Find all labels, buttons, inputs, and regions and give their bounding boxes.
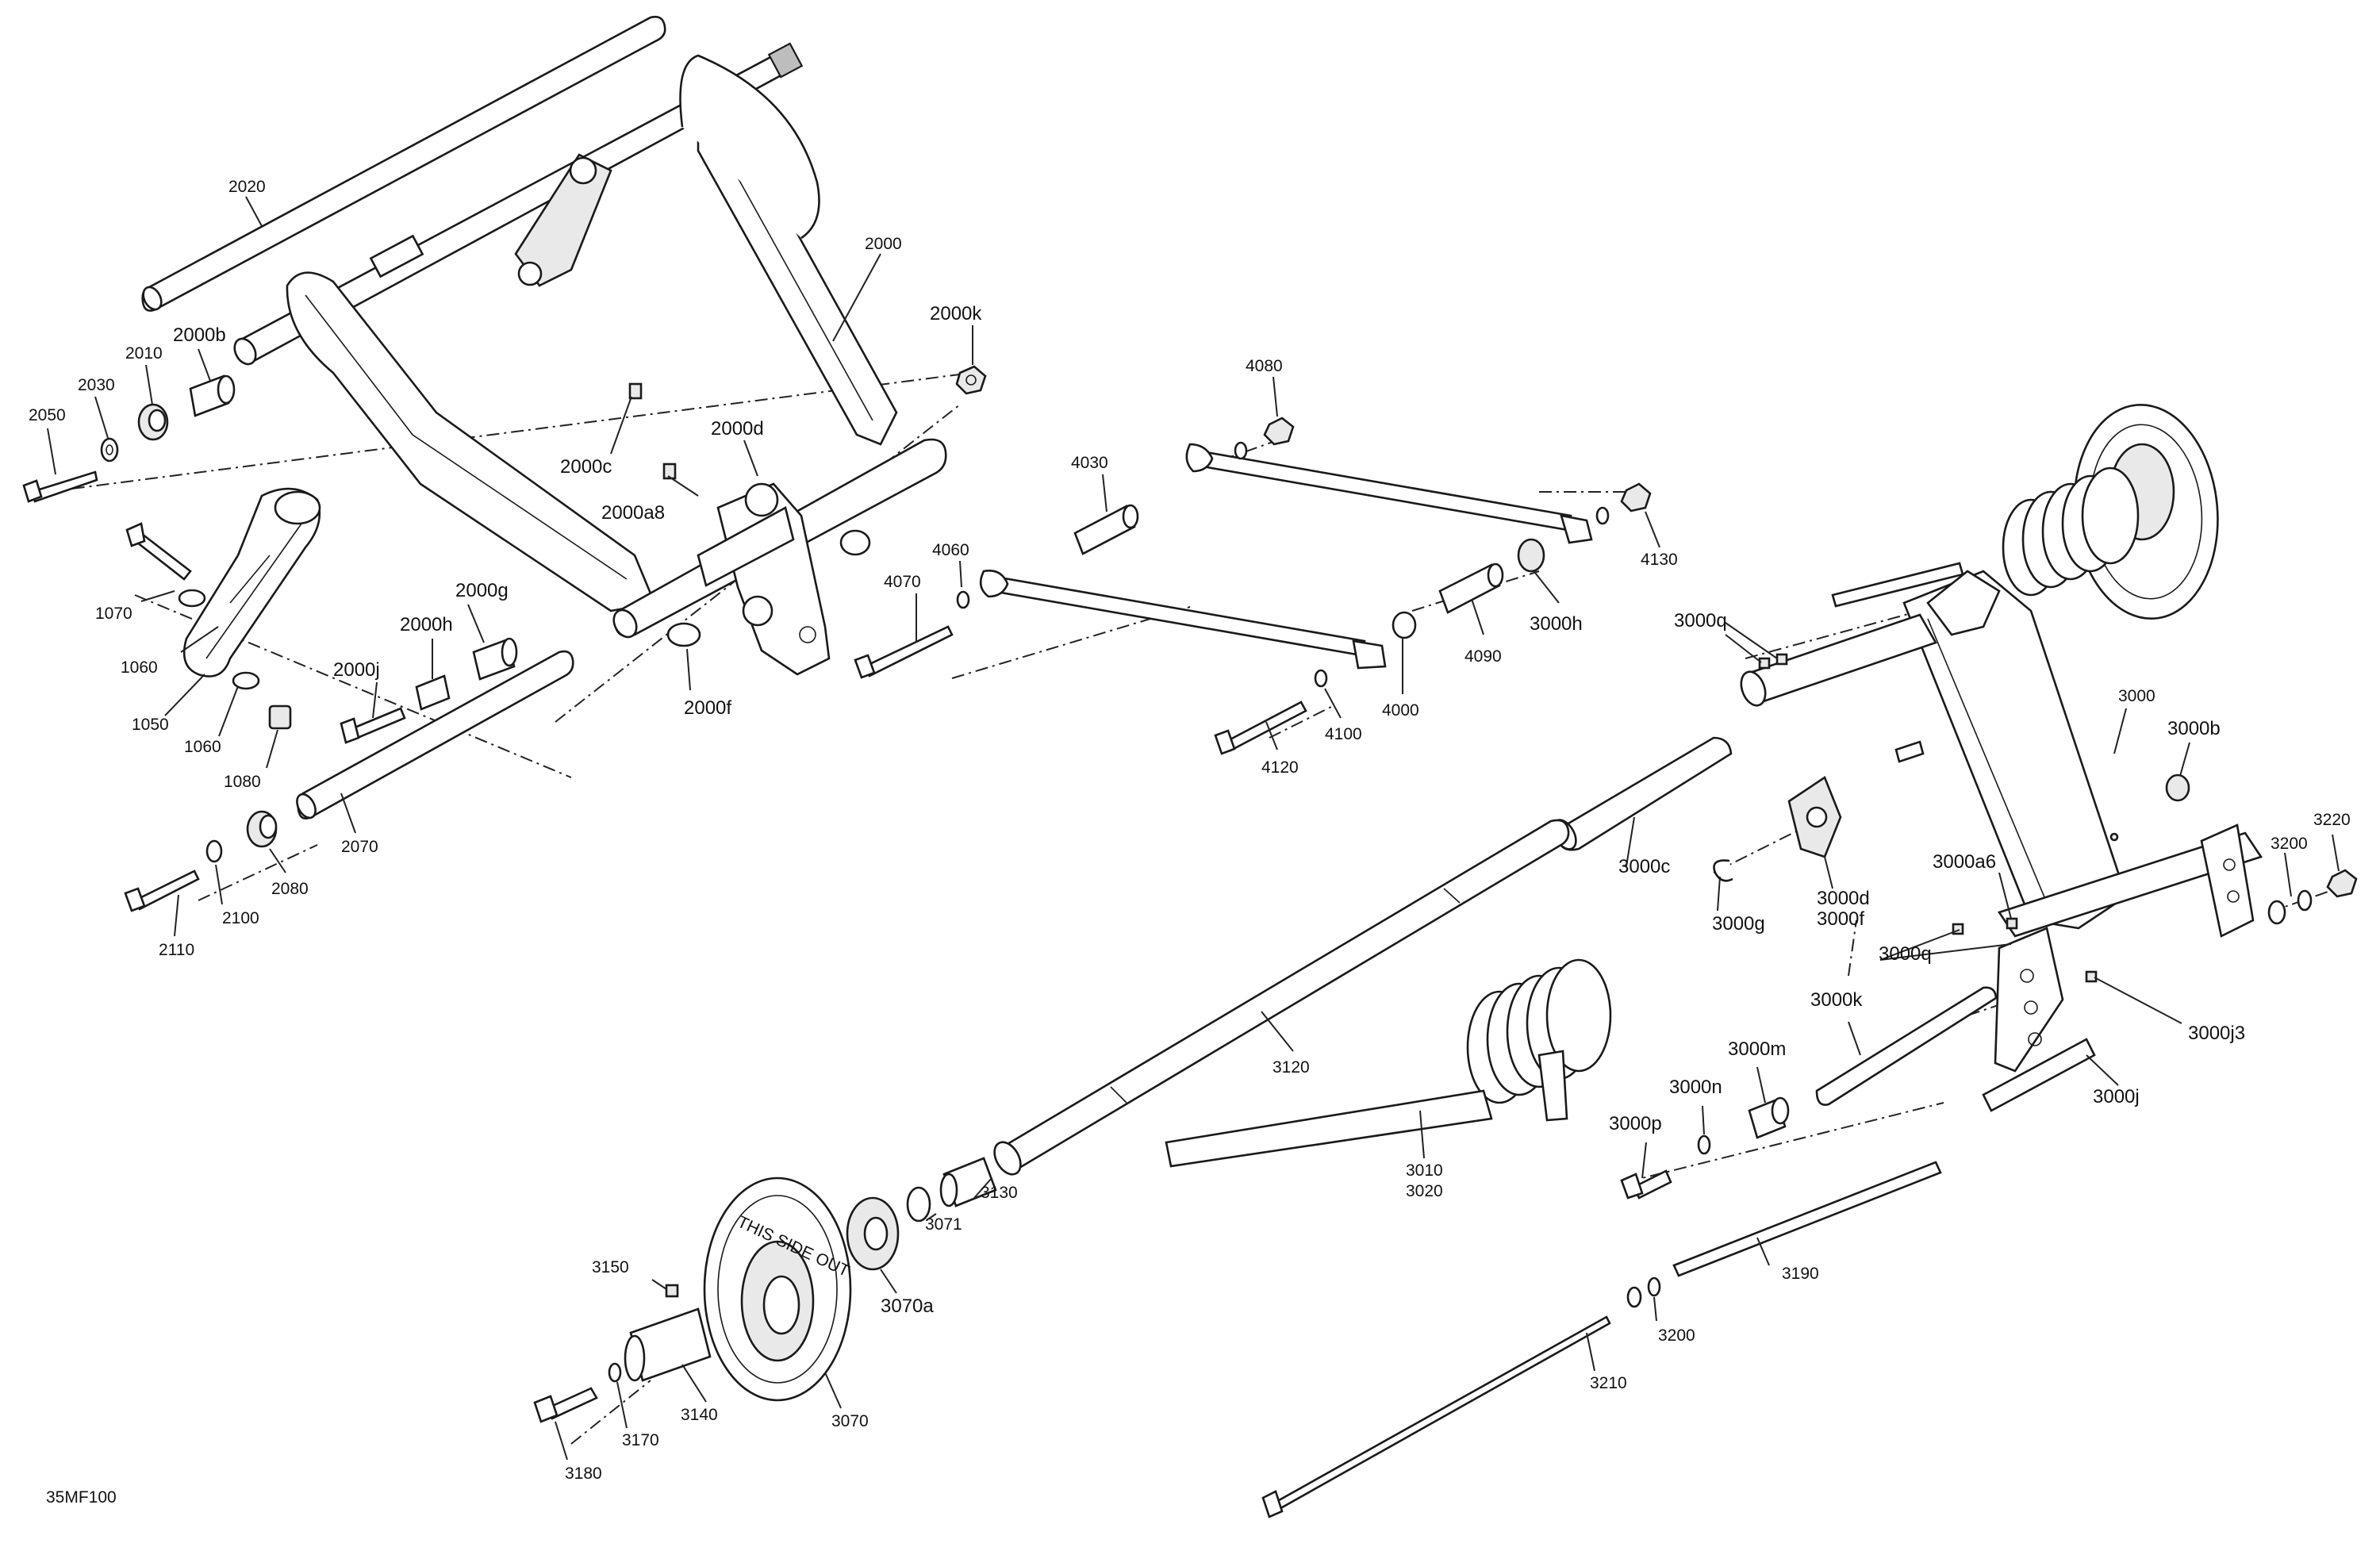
callout-3140: 3140: [681, 1406, 718, 1424]
diagram-code: 35MF100: [46, 1488, 117, 1507]
front-hardware: [22, 365, 987, 647]
callout-2000a8: 2000a8: [601, 502, 665, 524]
callout-2020: 2020: [228, 178, 266, 196]
callout-3070: 3070: [831, 1412, 869, 1430]
callout-3190: 3190: [1782, 1265, 1819, 1283]
callout-2100: 2100: [222, 909, 259, 927]
callout-3000q-top: 3000q: [1674, 610, 1727, 631]
callout-3000q-bottom: 3000q: [1879, 943, 1932, 965]
callout-2000h: 2000h: [400, 614, 453, 635]
shaft-3120: [993, 819, 1570, 1176]
callout-4070: 4070: [884, 573, 921, 591]
callout-2000g: 2000g: [455, 580, 509, 601]
callout-3000j3: 3000j3: [2188, 1023, 2245, 1044]
callout-labels: 2020 2000 2000k 2000b 2010 2030 2050 200…: [29, 178, 2351, 1507]
callout-1050: 1050: [132, 716, 169, 734]
callout-2080: 2080: [271, 880, 309, 898]
callout-3000f: 3000f: [1817, 908, 1864, 930]
front-arm-2000: [141, 15, 947, 676]
callout-3000g: 3000g: [1712, 913, 1765, 935]
link-rods-4000: [854, 416, 1652, 755]
callout-3000p: 3000p: [1609, 1113, 1662, 1134]
callout-4000: 4000: [1382, 701, 1419, 720]
callout-2000j: 2000j: [333, 659, 380, 681]
callout-1080: 1080: [224, 773, 261, 791]
callout-1070: 1070: [95, 605, 132, 623]
callout-3000j: 3000j: [2093, 1086, 2140, 1107]
callout-3000n: 3000n: [1669, 1077, 1722, 1098]
callout-2050: 2050: [29, 406, 66, 424]
callout-2010: 2010: [125, 344, 163, 363]
callout-2110: 2110: [159, 941, 194, 959]
shaft-2070: [124, 637, 574, 912]
callout-4080: 4080: [1246, 357, 1283, 375]
callout-3130: 3130: [981, 1184, 1018, 1202]
callout-4130: 4130: [1641, 551, 1678, 569]
callout-4030: 4030: [1071, 454, 1108, 472]
arm-1050: [125, 487, 321, 730]
callout-3170: 3170: [622, 1431, 659, 1449]
leader-lines: [47, 196, 2340, 1461]
rod-3190-3210: [1261, 1161, 1942, 1518]
callout-2070: 2070: [341, 838, 378, 856]
callout-3020: 3020: [1406, 1182, 1443, 1200]
callout-3000c: 3000c: [1618, 856, 1670, 877]
callout-3000k: 3000k: [1810, 989, 1863, 1011]
wheel-3070: THIS SIDE OUT: [533, 1157, 997, 1423]
center-lines: [47, 372, 2349, 1445]
callout-2000: 2000: [865, 235, 902, 253]
callout-4100: 4100: [1325, 725, 1362, 743]
callout-2000d: 2000d: [711, 418, 764, 440]
callout-1060-lower: 1060: [184, 738, 221, 756]
callout-3000h: 3000h: [1530, 613, 1583, 635]
callout-2000f: 2000f: [684, 697, 731, 719]
callout-2000b: 2000b: [173, 324, 226, 346]
callout-2000k: 2000k: [930, 303, 982, 324]
callout-3000: 3000: [2118, 687, 2155, 705]
callout-3070a: 3070a: [881, 1296, 934, 1317]
callout-3000a6: 3000a6: [1933, 851, 1996, 873]
callout-3000m: 3000m: [1728, 1038, 1786, 1060]
callout-3150: 3150: [592, 1258, 629, 1276]
callout-3200-bottom: 3200: [1658, 1326, 1695, 1345]
callout-3071: 3071: [925, 1215, 962, 1234]
spring-coils-top: [2002, 466, 2140, 597]
callout-3120: 3120: [1273, 1058, 1310, 1077]
callout-4090: 4090: [1464, 647, 1502, 666]
callout-4060: 4060: [932, 541, 969, 559]
spring-3010: [1165, 958, 1612, 1168]
callout-3220: 3220: [2313, 811, 2351, 829]
callout-3180: 3180: [565, 1464, 602, 1483]
callout-3000b: 3000b: [2167, 718, 2221, 739]
callout-2000c: 2000c: [560, 456, 612, 478]
callout-3010: 3010: [1406, 1161, 1443, 1180]
callout-1060-upper: 1060: [121, 658, 158, 677]
callout-3000d: 3000d: [1817, 888, 1870, 909]
callout-2030: 2030: [78, 376, 115, 394]
callout-3210: 3210: [1590, 1374, 1627, 1392]
callout-4120: 4120: [1261, 758, 1299, 777]
callout-3200-right: 3200: [2271, 835, 2308, 853]
